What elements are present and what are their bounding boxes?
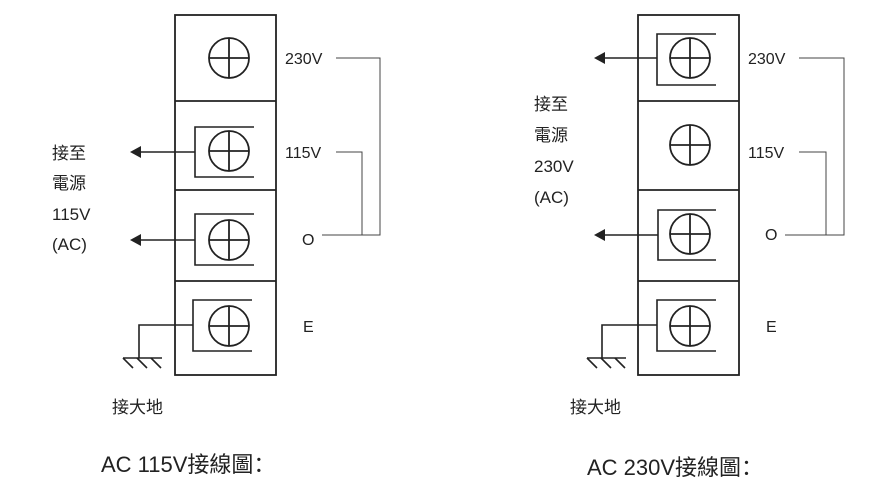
terminal-block — [637, 14, 740, 376]
wire-clamp-230v — [656, 33, 716, 86]
supply-label-line: 接至 — [52, 144, 86, 163]
terminal-screw-o — [669, 213, 711, 255]
arrow-left-icon — [594, 52, 605, 64]
terminal-screw-230v — [208, 37, 250, 79]
terminal-screw-115v — [208, 130, 250, 172]
terminal-label-115v: 115V — [285, 145, 322, 162]
supply-label-line: (AC) — [52, 235, 87, 254]
terminal-label-e: E — [303, 319, 314, 336]
terminal-screw-o — [208, 219, 250, 261]
diagram-ac230: 230V 115V O E 接至 電源 230V (AC) 接大地 AC 230… — [534, 14, 845, 480]
wire-clamp-115v — [194, 126, 254, 178]
terminal-label-e: E — [766, 319, 777, 336]
diagram-caption: AC 115V接線圖： — [101, 452, 275, 477]
terminal-screw-e — [208, 305, 250, 347]
supply-label-line: 電源 — [534, 126, 568, 145]
jumper-line-230v — [785, 57, 845, 236]
terminal-block — [174, 14, 277, 376]
supply-label-line: 230V — [534, 157, 574, 176]
diagram-ac115: 230V 115V O E 接至 電源 115V (AC) 接大地 AC 115… — [52, 14, 381, 477]
terminal-screw-115v — [669, 124, 711, 166]
arrow-left-icon — [130, 146, 141, 158]
supply-label-line: 115V — [52, 205, 91, 224]
terminal-label-o: O — [302, 232, 314, 249]
terminal-screw-230v — [669, 37, 711, 79]
supply-label-line: 電源 — [52, 174, 86, 193]
arrow-left-icon — [594, 229, 605, 241]
ground-label: 接大地 — [112, 398, 163, 417]
arrow-left-icon — [130, 234, 141, 246]
jumper-line-115v — [799, 151, 827, 235]
ground-icon — [122, 357, 162, 369]
terminal-label-o: O — [765, 227, 777, 244]
terminal-label-230v: 230V — [285, 51, 323, 68]
supply-label-line: 接至 — [534, 95, 568, 114]
terminal-screw-e — [669, 305, 711, 347]
ground-icon — [586, 357, 626, 369]
jumper-line-230v — [322, 57, 381, 236]
jumper-line-115v — [336, 151, 363, 235]
ground-label: 接大地 — [570, 398, 621, 417]
supply-label-line: (AC) — [534, 188, 569, 207]
terminal-label-230v: 230V — [748, 51, 786, 68]
wire-clamp-o — [657, 209, 716, 261]
ground-wire — [601, 324, 657, 358]
diagram-caption: AC 230V接線圖： — [587, 455, 763, 480]
ground-wire — [138, 324, 193, 358]
terminal-label-115v: 115V — [748, 145, 785, 162]
